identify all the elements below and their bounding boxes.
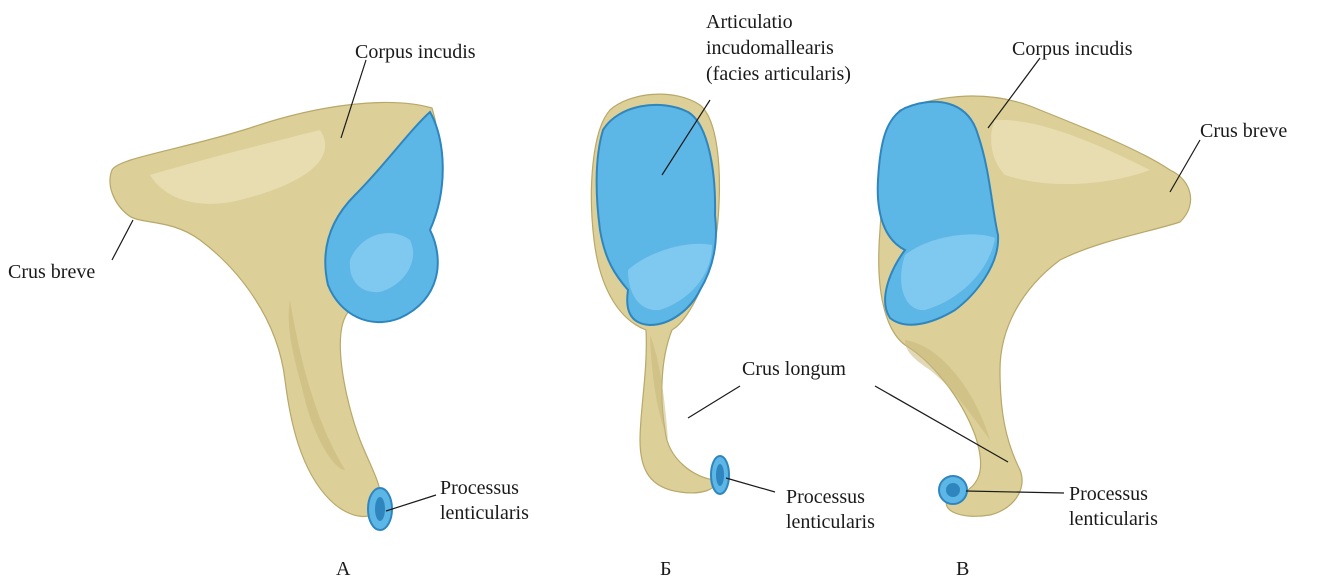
incus-c-lenticular-process [939, 476, 967, 504]
label-b-articulatio-2: incudomallearis [706, 37, 834, 59]
incus-a-lenticular-process [368, 488, 392, 530]
incus-b-lenticular-process [711, 456, 729, 494]
label-b-articulatio-3: (facies articularis) [706, 63, 851, 85]
label-c-crus-breve: Crus breve [1200, 120, 1287, 142]
label-c-processus-2: lenticularis [1069, 508, 1158, 530]
label-b-processus-2: lenticularis [786, 511, 875, 533]
label-a-processus-2: lenticularis [440, 502, 529, 524]
leader-a-processus [386, 495, 436, 511]
leader-b-processus [726, 478, 775, 492]
leader-a-crus-breve [112, 220, 133, 260]
label-a-corpus-incudis: Corpus incudis [355, 41, 476, 63]
leader-crus-longum-to-b [688, 386, 740, 418]
view-a-letter: А [336, 558, 351, 580]
view-c-letter: В [956, 558, 969, 580]
label-crus-longum: Crus longum [742, 358, 846, 380]
view-b-letter: Б [660, 558, 671, 580]
view-b-illustration [591, 94, 729, 494]
view-c-illustration [878, 96, 1191, 516]
label-b-articulatio-1: Articulatio [706, 11, 793, 33]
label-c-corpus-incudis: Corpus incudis [1012, 38, 1133, 60]
label-a-crus-breve: Crus breve [8, 261, 95, 283]
label-c-processus-1: Processus [1069, 483, 1148, 505]
label-b-processus-1: Processus [786, 486, 865, 508]
view-a-illustration [110, 102, 443, 530]
label-a-processus-1: Processus [440, 477, 519, 499]
